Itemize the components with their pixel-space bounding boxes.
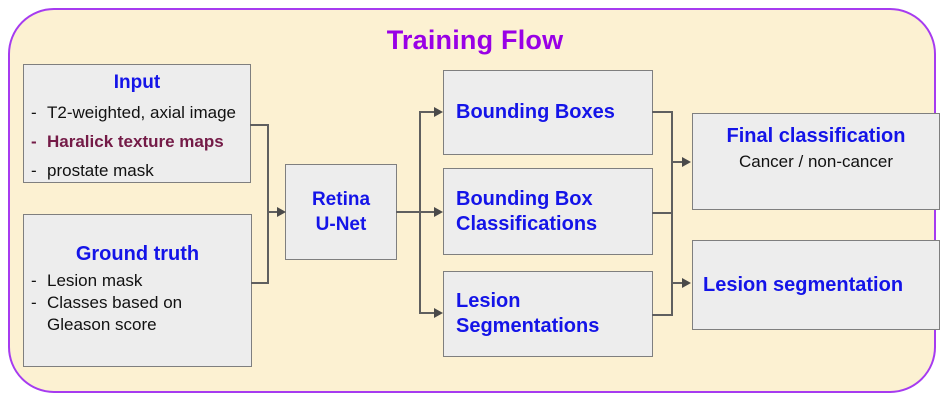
- list-item-text: Classes based on Gleason score: [47, 293, 183, 334]
- retina-unet-label: Retina U-Net: [311, 189, 371, 235]
- lesion-segmentation-node: Lesion segmentation: [692, 240, 940, 330]
- list-item: - Classes based on Gleason score: [24, 292, 251, 336]
- bullet-dash: -: [31, 271, 37, 290]
- final-classification-title: Final classification: [726, 125, 906, 147]
- connector-lesion-segmentations-out: [652, 314, 673, 316]
- lesion-segmentations-node: Lesion Segmentations: [443, 271, 653, 357]
- retina-unet-node: Retina U-Net: [285, 164, 397, 260]
- bb-classifications-node: Bounding Box Classifications: [443, 168, 653, 255]
- connector-to-lesion-segmentation: [671, 282, 684, 284]
- connector-to-final-classification: [671, 161, 684, 163]
- bounding-boxes-label: Bounding Boxes: [456, 101, 615, 123]
- bullet-dash: -: [31, 293, 37, 312]
- connector-bb-classifications-out: [652, 212, 673, 214]
- connector-input-stub: [250, 124, 269, 126]
- connector-mid-trunk: [419, 111, 421, 314]
- connector-right-trunk: [671, 111, 673, 316]
- connector-retina-out: [396, 211, 436, 213]
- final-classification-subtitle: Cancer / non-cancer: [738, 152, 894, 171]
- connector-to-retina: [267, 211, 280, 213]
- bullet-dash: -: [31, 160, 37, 180]
- final-classification-node: Final classification Cancer / non-cancer: [692, 113, 940, 210]
- arrowhead-icon: [277, 207, 286, 217]
- list-item: - Haralick texture maps: [24, 127, 250, 156]
- arrowhead-icon: [434, 107, 443, 117]
- ground-truth-node-title: Ground truth: [75, 243, 200, 265]
- list-item: - Lesion mask: [24, 270, 251, 292]
- ground-truth-item-list: - Lesion mask - Classes based on Gleason…: [24, 270, 251, 336]
- diagram-title: Training Flow: [386, 25, 564, 55]
- list-item-text: prostate mask: [47, 160, 154, 180]
- connector-to-lesion-segmentations: [419, 312, 436, 314]
- lesion-segmentation-label: Lesion segmentation: [703, 273, 904, 296]
- list-item: - prostate mask: [24, 156, 250, 185]
- list-item-text: Lesion mask: [47, 271, 143, 290]
- list-item: - T2-weighted, axial image: [24, 98, 250, 127]
- connector-bounding-boxes-out: [652, 111, 673, 113]
- connector-left-trunk: [267, 124, 269, 284]
- bb-classifications-label: Bounding Box Classifications: [456, 187, 598, 235]
- arrowhead-icon: [682, 157, 691, 167]
- arrowhead-icon: [434, 308, 443, 318]
- arrowhead-icon: [682, 278, 691, 288]
- list-item-text: Haralick texture maps: [47, 131, 224, 151]
- lesion-segmentations-label: Lesion Segmentations: [456, 290, 600, 337]
- input-node-title: Input: [113, 72, 161, 93]
- arrowhead-icon: [434, 207, 443, 217]
- bullet-dash: -: [31, 131, 37, 151]
- bullet-dash: -: [31, 102, 37, 122]
- input-node: Input - T2-weighted, axial image - Haral…: [23, 64, 251, 183]
- list-item-text: T2-weighted, axial image: [47, 102, 236, 122]
- connector-to-bounding-boxes: [419, 111, 436, 113]
- connector-ground-truth-stub: [251, 282, 269, 284]
- input-item-list: - T2-weighted, axial image - Haralick te…: [24, 98, 250, 185]
- ground-truth-node: Ground truth - Lesion mask - Classes bas…: [23, 214, 252, 367]
- bounding-boxes-node: Bounding Boxes: [443, 70, 653, 155]
